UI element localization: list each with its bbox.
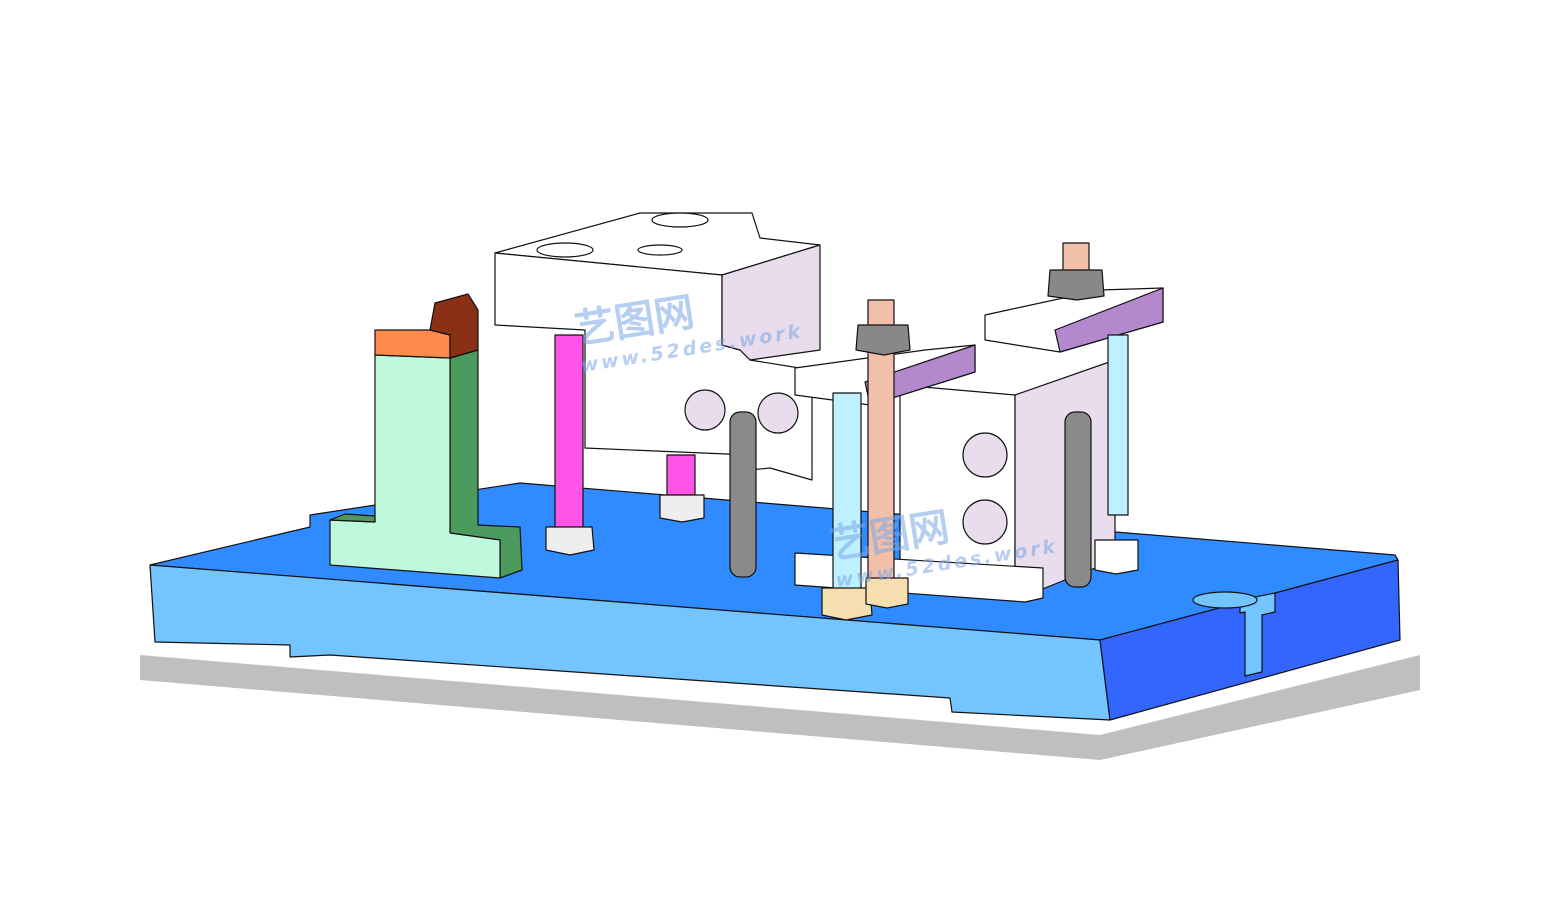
base-slot	[1239, 592, 1276, 677]
side-hole	[962, 432, 1008, 478]
base-hole	[1192, 591, 1258, 609]
gray-dowel-pin	[729, 411, 757, 578]
hex-nut-bottom	[821, 587, 873, 621]
hex-nut-bottom	[1094, 539, 1139, 575]
hex-nut	[855, 324, 911, 356]
hole	[651, 212, 709, 228]
hole	[536, 242, 594, 258]
side-hole	[962, 499, 1008, 545]
cyan-rod	[832, 392, 862, 594]
white-block-side	[721, 244, 821, 361]
magenta-pin	[554, 334, 584, 531]
hex-nut	[1047, 269, 1105, 301]
side-hole	[757, 392, 799, 434]
gray-dowel-pin	[1064, 411, 1092, 588]
hole	[637, 244, 683, 256]
hex-nut	[659, 494, 705, 523]
side-hole	[684, 389, 726, 431]
rear-clamp-plate-purple	[1054, 287, 1164, 353]
cyan-rod	[1107, 334, 1129, 516]
hex-nut	[545, 526, 595, 556]
orange-cap-side	[429, 293, 479, 359]
green-foot-top	[329, 513, 376, 523]
magenta-pin	[666, 454, 696, 496]
orange-cap-front	[374, 329, 451, 359]
hex-nut-bottom	[865, 577, 909, 609]
